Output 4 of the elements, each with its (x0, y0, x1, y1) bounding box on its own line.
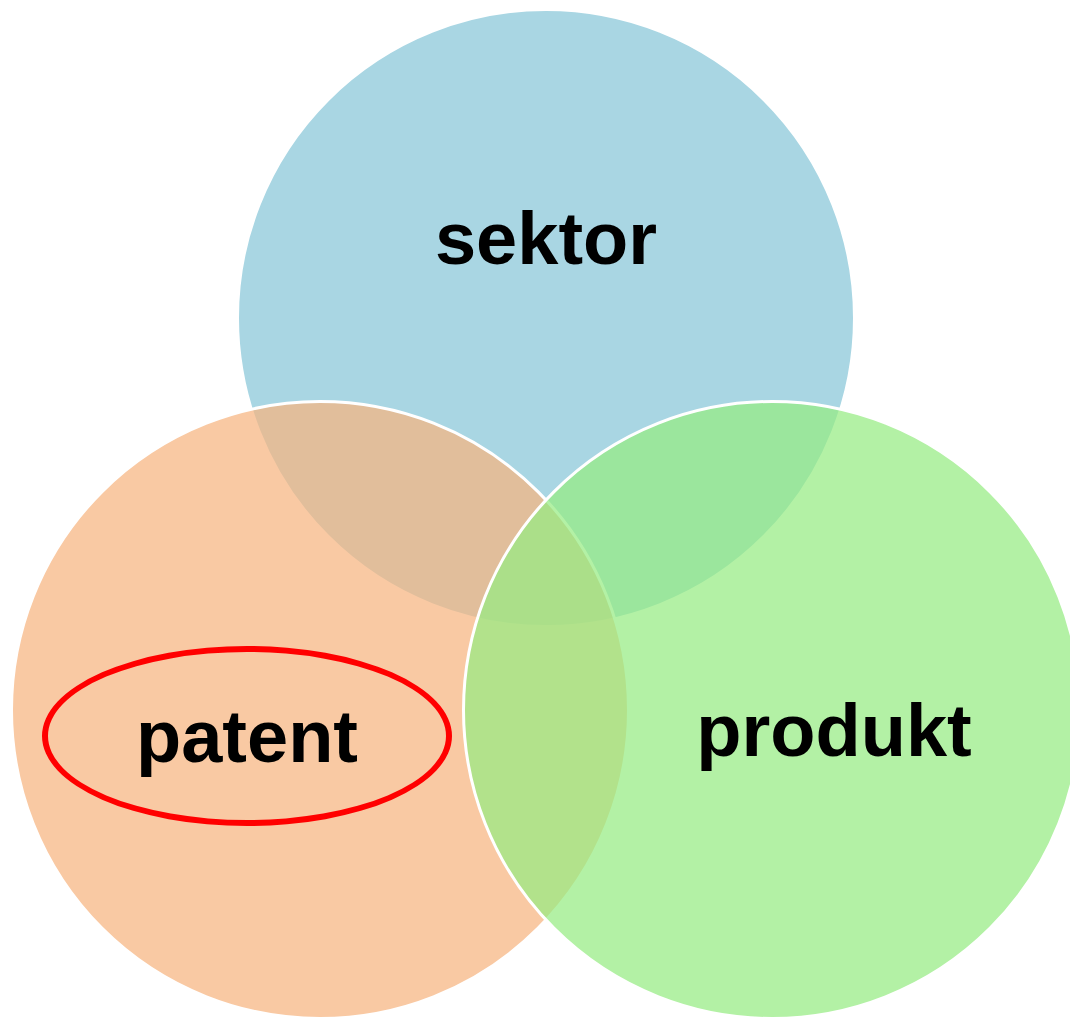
circle-label: patent (136, 693, 358, 779)
highlight-ellipse (42, 646, 452, 826)
circle-label: produkt (696, 687, 972, 773)
circle-label: sektor (434, 195, 658, 281)
